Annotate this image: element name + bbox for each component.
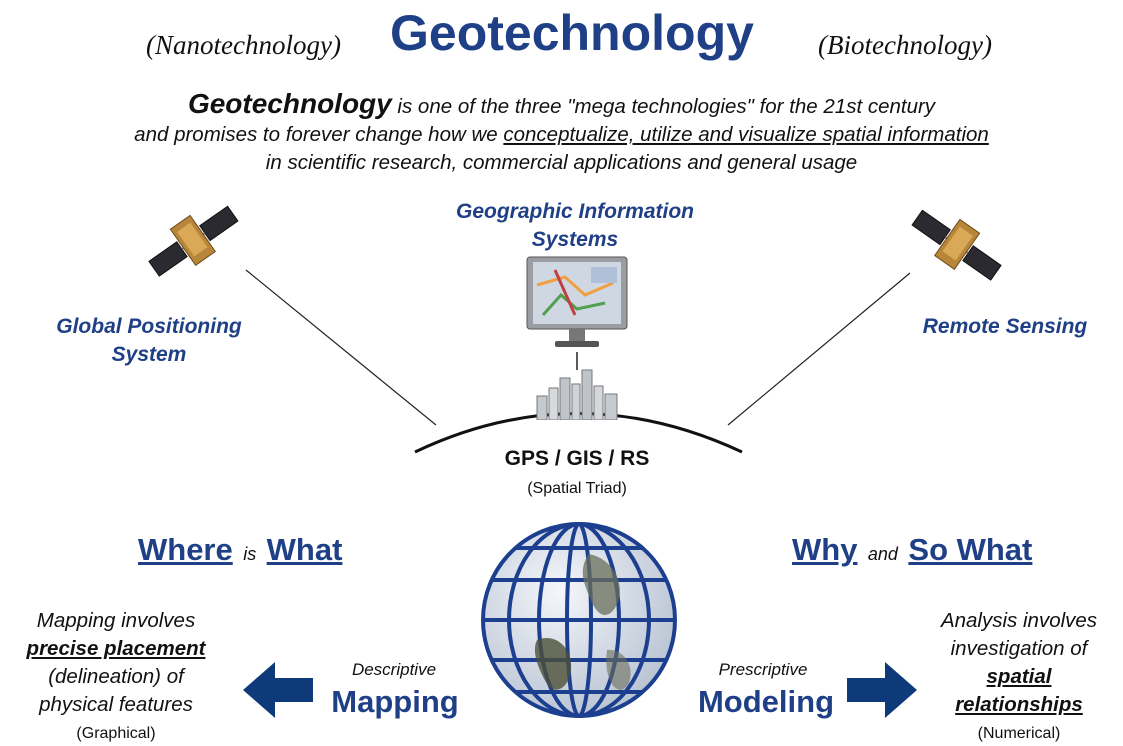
- where-word: Where: [138, 532, 233, 567]
- satellite-right-icon: [911, 209, 1002, 281]
- mapping-label: Mapping: [331, 684, 459, 719]
- intro-line-2-prefix: and promises to forever change how we: [134, 123, 504, 146]
- descriptive-label: Descriptive: [351, 660, 437, 679]
- arrow-left-icon: [243, 662, 313, 718]
- so-what-word: So What: [908, 532, 1033, 567]
- mapping-text-2: precise placement: [26, 637, 206, 660]
- mapping-description: Mapping involves precise placement (deli…: [0, 607, 232, 719]
- prescriptive-label: Prescriptive: [718, 660, 808, 679]
- intro-paragraph: Geotechnology is one of the three "mega …: [40, 90, 1083, 177]
- rs-label: Remote Sensing: [922, 315, 1088, 338]
- mapping-text-3: (delineation) of: [48, 665, 184, 688]
- gps-label-line-1: Global Positioning: [56, 315, 242, 338]
- mapping-text-4: physical features: [39, 693, 193, 716]
- arrow-right-icon: [847, 662, 917, 718]
- intro-line-2: and promises to forever change how we co…: [40, 121, 1083, 149]
- and-word: and: [867, 544, 898, 564]
- nanotechnology-note: (Nanotechnology): [146, 30, 341, 60]
- intro-line-1-rest: is one of the three "mega technologies" …: [391, 95, 936, 118]
- globe-icon: [481, 522, 677, 718]
- numerical-caption: (Numerical): [977, 725, 1061, 742]
- intro-line-1: Geotechnology is one of the three "mega …: [40, 90, 1083, 121]
- gps-label-line-2: System: [111, 343, 187, 366]
- page-title: Geotechnology: [390, 5, 754, 61]
- satellite-left-icon: [148, 205, 239, 277]
- mapping-text-1: Mapping involves: [36, 609, 196, 632]
- graphical-caption: (Graphical): [76, 725, 156, 742]
- why-word: Why: [792, 532, 858, 567]
- modeling-description: Analysis involves investigation of spati…: [913, 607, 1123, 719]
- intro-underlined-phrase: conceptualize, utilize and visualize spa…: [503, 123, 989, 146]
- what-word: What: [266, 532, 343, 567]
- modeling-text-1: Analysis involves: [940, 609, 1098, 632]
- gis-label-line-2: Systems: [531, 228, 619, 251]
- modeling-text-2: investigation of: [950, 637, 1088, 660]
- rs-connector-line: [727, 272, 911, 426]
- modeling-text-4: relationships: [955, 693, 1083, 716]
- intro-bold-term: Geotechnology: [187, 88, 392, 119]
- gis-label: Geographic Information Systems: [420, 198, 730, 254]
- modeling-label: Modeling: [697, 684, 835, 719]
- monitor-icon: [526, 256, 628, 347]
- why-so-what-heading: Why and So What: [792, 532, 1032, 568]
- is-word: is: [243, 544, 257, 564]
- triad-acronym: GPS / GIS / RS: [504, 447, 650, 470]
- gis-label-line-1: Geographic Information: [455, 200, 694, 223]
- where-is-what-heading: Where is What: [138, 532, 342, 568]
- gps-label: Global Positioning System: [26, 313, 272, 369]
- city-icon: [536, 369, 618, 420]
- biotechnology-note: (Biotechnology): [818, 30, 992, 60]
- triad-caption: (Spatial Triad): [527, 480, 627, 497]
- modeling-text-3: spatial: [986, 665, 1052, 688]
- intro-line-3: in scientific research, commercial appli…: [265, 151, 858, 174]
- gps-connector-line: [245, 269, 437, 426]
